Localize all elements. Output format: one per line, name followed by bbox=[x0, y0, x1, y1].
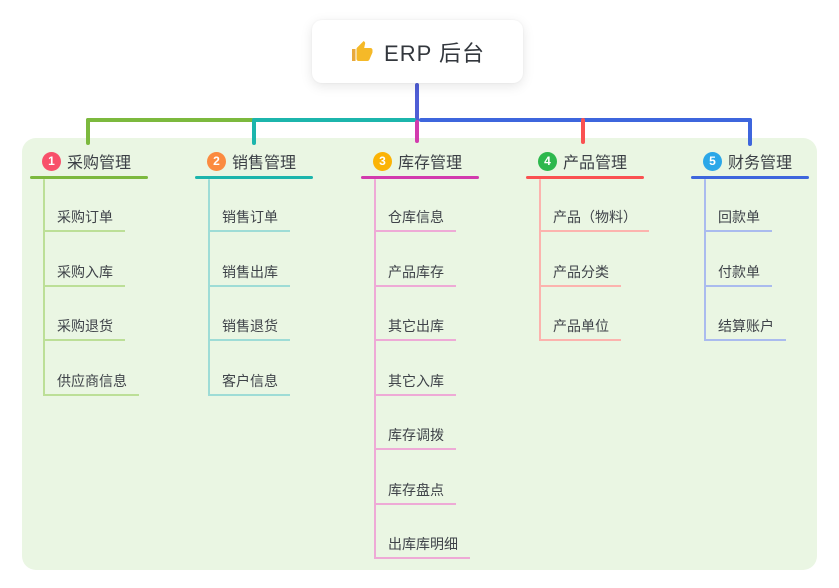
child-node-label: 回款单 bbox=[718, 209, 760, 225]
child-node-label: 库存调拨 bbox=[388, 427, 444, 443]
branch-title-label: 产品管理 bbox=[563, 155, 628, 172]
child-node[interactable]: 产品单位 bbox=[539, 317, 621, 341]
child-node[interactable]: 出库库明细 bbox=[374, 535, 470, 559]
root-title: ERP 后台 bbox=[384, 40, 485, 66]
child-node-label: 库存盘点 bbox=[388, 481, 444, 498]
branch-trunk-line bbox=[43, 179, 45, 396]
branch-title-label: 销售管理 bbox=[232, 155, 297, 172]
branch-title-node[interactable]: 4 产品管理 bbox=[526, 150, 644, 172]
branch-underline bbox=[30, 176, 148, 179]
branch-title-label: 库存管理 bbox=[398, 155, 463, 172]
child-node-label: 产品库存 bbox=[388, 263, 444, 280]
child-node[interactable]: 库存盘点 bbox=[374, 481, 456, 505]
child-node[interactable]: 产品（物料） bbox=[539, 208, 649, 232]
child-node-label: 供应商信息 bbox=[57, 372, 127, 389]
branch-underline bbox=[361, 176, 479, 179]
child-node[interactable]: 供应商信息 bbox=[43, 372, 139, 396]
branch1-connector-line bbox=[86, 118, 254, 122]
branch-title-label: 财务管理 bbox=[728, 155, 793, 172]
branch-number-badge: 2 bbox=[207, 151, 226, 171]
branch-number-badge: 4 bbox=[538, 151, 557, 171]
child-node-label: 产品单位 bbox=[553, 318, 609, 334]
child-node[interactable]: 仓库信息 bbox=[374, 208, 456, 232]
branch3-connector-drop bbox=[415, 120, 419, 143]
child-node-label: 销售订单 bbox=[222, 209, 278, 225]
child-node[interactable]: 产品分类 bbox=[539, 263, 621, 287]
child-node-label: 产品分类 bbox=[553, 263, 609, 280]
thumbs-up-icon bbox=[350, 40, 374, 64]
child-node-label: 采购入库 bbox=[57, 263, 113, 280]
branch-title-node[interactable]: 5 财务管理 bbox=[691, 150, 809, 172]
branch4-connector-drop bbox=[581, 118, 585, 144]
child-node-label: 销售出库 bbox=[222, 263, 278, 280]
child-node[interactable]: 采购订单 bbox=[43, 208, 125, 232]
branch-trunk-line bbox=[208, 179, 210, 396]
branch-trunk-line bbox=[374, 179, 376, 559]
branch5-connector-drop bbox=[748, 118, 752, 146]
child-node-label: 销售退货 bbox=[222, 318, 278, 334]
root-connector-line bbox=[415, 83, 419, 122]
child-node-label: 付款单 bbox=[718, 263, 760, 280]
child-node-label: 其它出库 bbox=[388, 318, 444, 334]
branch-number-badge: 1 bbox=[42, 151, 61, 171]
branch-title-label: 采购管理 bbox=[67, 155, 132, 172]
branch-trunk-line bbox=[704, 179, 706, 341]
child-node[interactable]: 客户信息 bbox=[208, 372, 290, 396]
branch-title-node[interactable]: 3 库存管理 bbox=[361, 150, 479, 172]
child-node-label: 产品（物料） bbox=[553, 209, 637, 225]
child-node[interactable]: 销售订单 bbox=[208, 208, 290, 232]
branch-number-badge: 5 bbox=[703, 151, 722, 171]
child-node[interactable]: 采购入库 bbox=[43, 263, 125, 287]
child-node[interactable]: 销售退货 bbox=[208, 317, 290, 341]
branch-column: 1 采购管理 采购订单采购入库采购退货供应商信息 bbox=[30, 150, 148, 396]
branch-column: 3 库存管理 仓库信息产品库存其它出库其它入库库存调拨库存盘点出库库明细 bbox=[361, 150, 479, 559]
child-node[interactable]: 产品库存 bbox=[374, 263, 456, 287]
child-node[interactable]: 销售出库 bbox=[208, 263, 290, 287]
child-node-label: 其它入库 bbox=[388, 372, 444, 389]
child-node-label: 仓库信息 bbox=[388, 209, 444, 225]
child-node[interactable]: 其它出库 bbox=[374, 317, 456, 341]
branch-column: 2 销售管理 销售订单销售出库销售退货客户信息 bbox=[195, 150, 313, 396]
branch-underline bbox=[526, 176, 644, 179]
branch-column: 5 财务管理 回款单付款单结算账户 bbox=[691, 150, 809, 341]
child-node-label: 采购订单 bbox=[57, 209, 113, 225]
branch5-connector-line bbox=[419, 118, 752, 122]
child-node[interactable]: 库存调拨 bbox=[374, 426, 456, 450]
child-node[interactable]: 回款单 bbox=[704, 208, 772, 232]
branch-column: 4 产品管理 产品（物料） 产品分类产品单位 bbox=[526, 150, 649, 341]
child-node-label: 采购退货 bbox=[57, 318, 113, 334]
branches-panel bbox=[22, 138, 817, 570]
branch2-connector-line bbox=[252, 118, 416, 122]
child-node-label: 客户信息 bbox=[222, 372, 278, 389]
branch2-connector-drop bbox=[252, 118, 256, 145]
branch-underline bbox=[691, 176, 809, 179]
branch-underline bbox=[195, 176, 313, 179]
child-node[interactable]: 结算账户 bbox=[704, 317, 786, 341]
root-node[interactable]: ERP 后台 bbox=[312, 20, 523, 83]
branch1-connector-drop bbox=[86, 118, 90, 145]
branch-title-node[interactable]: 1 采购管理 bbox=[30, 150, 148, 172]
child-node-label: 结算账户 bbox=[718, 318, 774, 334]
branch-number-badge: 3 bbox=[373, 151, 392, 171]
child-node[interactable]: 采购退货 bbox=[43, 317, 125, 341]
branch-title-node[interactable]: 2 销售管理 bbox=[195, 150, 313, 172]
branch-trunk-line bbox=[539, 179, 541, 341]
child-node-label: 出库库明细 bbox=[388, 536, 458, 552]
child-node[interactable]: 付款单 bbox=[704, 263, 772, 287]
child-node[interactable]: 其它入库 bbox=[374, 372, 456, 396]
